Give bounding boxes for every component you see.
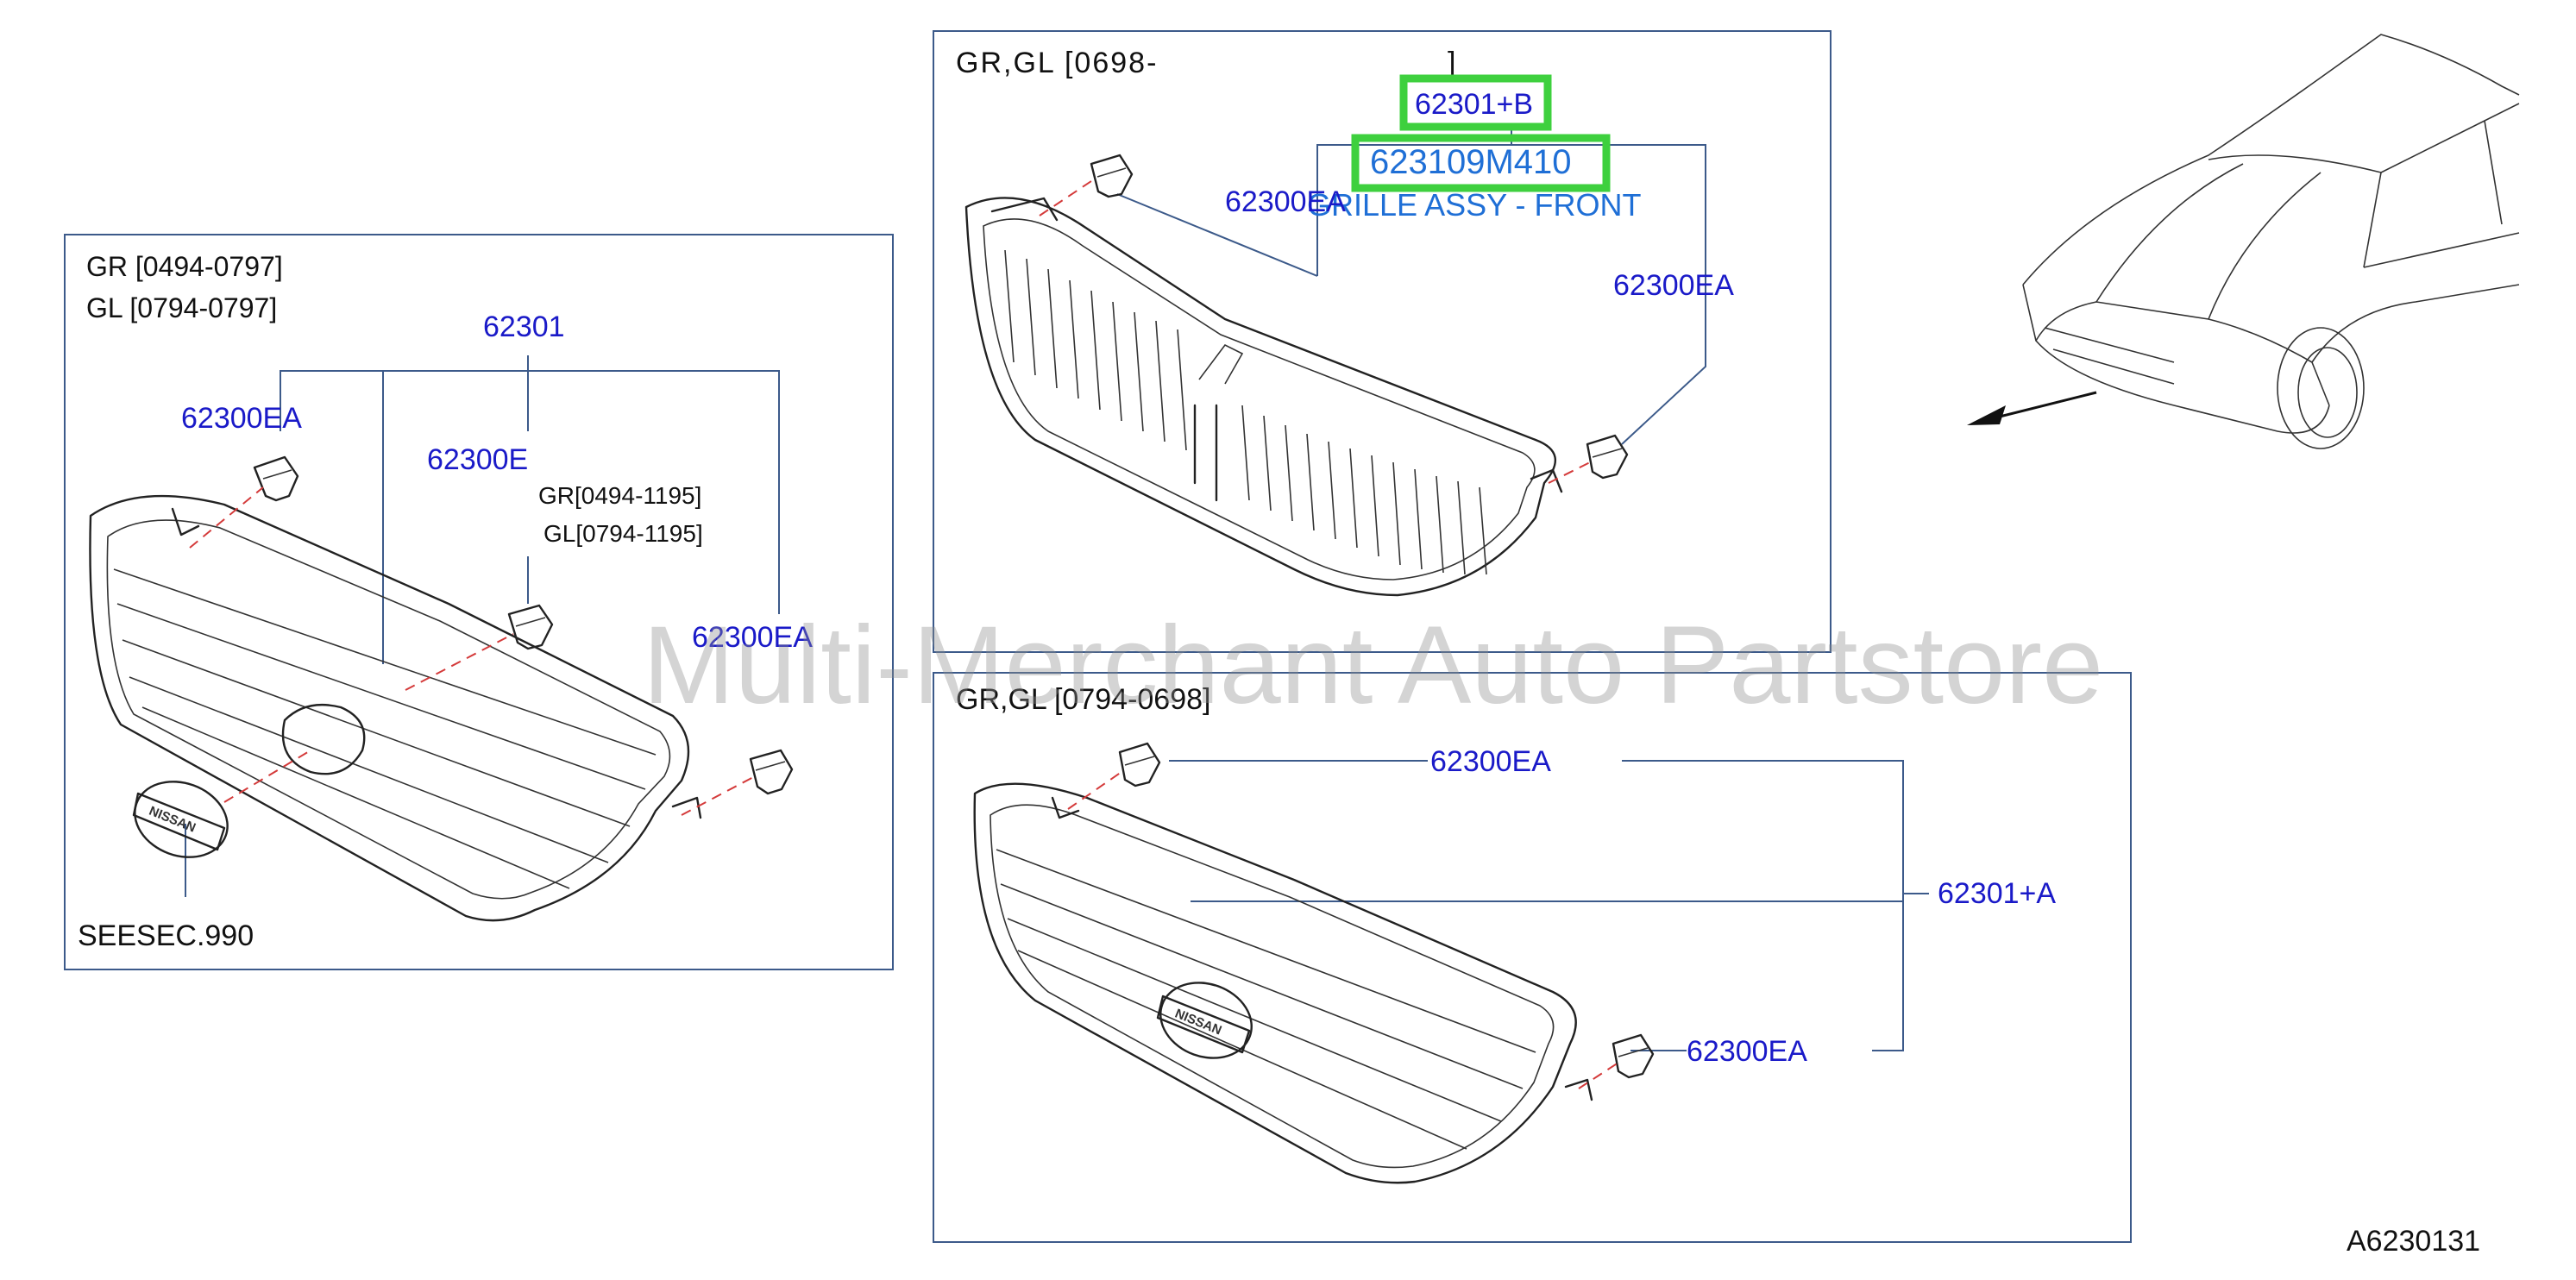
panel-top-frame	[933, 30, 1831, 653]
part-description-label: GRILLE ASSY - FRONT	[1307, 187, 1641, 223]
clip-62300e-label[interactable]: 62300E	[427, 443, 528, 476]
emblem-nissan-left: NISSAN	[132, 781, 229, 858]
panel-left-frame	[64, 234, 894, 970]
part-number-label[interactable]: 623109M410	[1370, 143, 1572, 181]
clip-bottom-right	[1612, 1033, 1655, 1079]
clip-note-gl: GL[0794-1195]	[543, 520, 703, 547]
clip-62300ea-bottom-top-label[interactable]: 62300EA	[1430, 745, 1551, 778]
grille-top-drawing	[964, 197, 1563, 597]
part-62301-label[interactable]: 62301	[483, 311, 565, 343]
emblem-nissan-bottom: NISSAN	[1156, 982, 1253, 1059]
location-arrow-head	[1967, 405, 2006, 425]
clip-62300ea-left-label[interactable]: 62300EA	[181, 402, 302, 435]
variant-line-top: GR,GL [0698-	[956, 47, 1158, 79]
grille-top-vanes	[1004, 249, 1487, 575]
clip-left-right	[749, 749, 794, 795]
clip-top-right	[1586, 434, 1629, 480]
highlight-62301b	[1399, 74, 1552, 131]
clip-note-gr: GR[0494-1195]	[538, 482, 701, 509]
vehicle-location-sketch	[1967, 34, 2520, 449]
leader-62301	[280, 370, 780, 614]
clip-left-center	[507, 604, 554, 650]
variant-line-bottom: GR,GL [0794-0698]	[956, 683, 1210, 716]
panel-left: GR [0494-0797] GL [0794-0797] 62301 6230…	[64, 234, 894, 970]
clip-62300ea-top-left-label[interactable]: 62300EA	[1225, 185, 1346, 218]
clip-62300ea-top-right-label[interactable]: 62300EA	[1613, 269, 1734, 302]
watermark: Multi-Merchant Auto Partstore	[643, 604, 2103, 727]
clip-62300ea-right-label[interactable]: 62300EA	[692, 621, 813, 654]
clip-62300ea-bottom-label[interactable]: 62300EA	[1687, 1035, 1807, 1068]
clip-left-top	[253, 455, 299, 502]
leader-62301b	[1316, 144, 1706, 445]
clip-bottom-top	[1118, 742, 1161, 787]
figure-id: A6230131	[2347, 1225, 2480, 1258]
grille-bottom-drawing	[973, 782, 1593, 1184]
emblem-ref-label[interactable]: SEESEC.990	[78, 919, 254, 952]
variant-bracket-close: ]	[1448, 47, 1455, 79]
leader-62301a	[1622, 760, 1904, 1051]
variant-line-gl: GL [0794-0797]	[86, 292, 277, 323]
clip-top-left	[1090, 154, 1134, 198]
assembly-ref-62301a[interactable]: 62301+A	[1938, 877, 2056, 910]
panel-bottom-frame	[933, 672, 2132, 1243]
panel-bottom: GR,GL [0794-0698] 62300EA 62301+A 62300E…	[933, 672, 2132, 1243]
panel-top: GR,GL [0698- ] 62301+B 623109M410 GRILLE…	[933, 30, 1831, 653]
highlight-part-number	[1351, 134, 1611, 192]
variant-line-gr: GR [0494-0797]	[86, 251, 283, 282]
grille-left-drawing	[89, 494, 702, 922]
assembly-ref-62301b[interactable]: 62301+B	[1415, 88, 1533, 121]
